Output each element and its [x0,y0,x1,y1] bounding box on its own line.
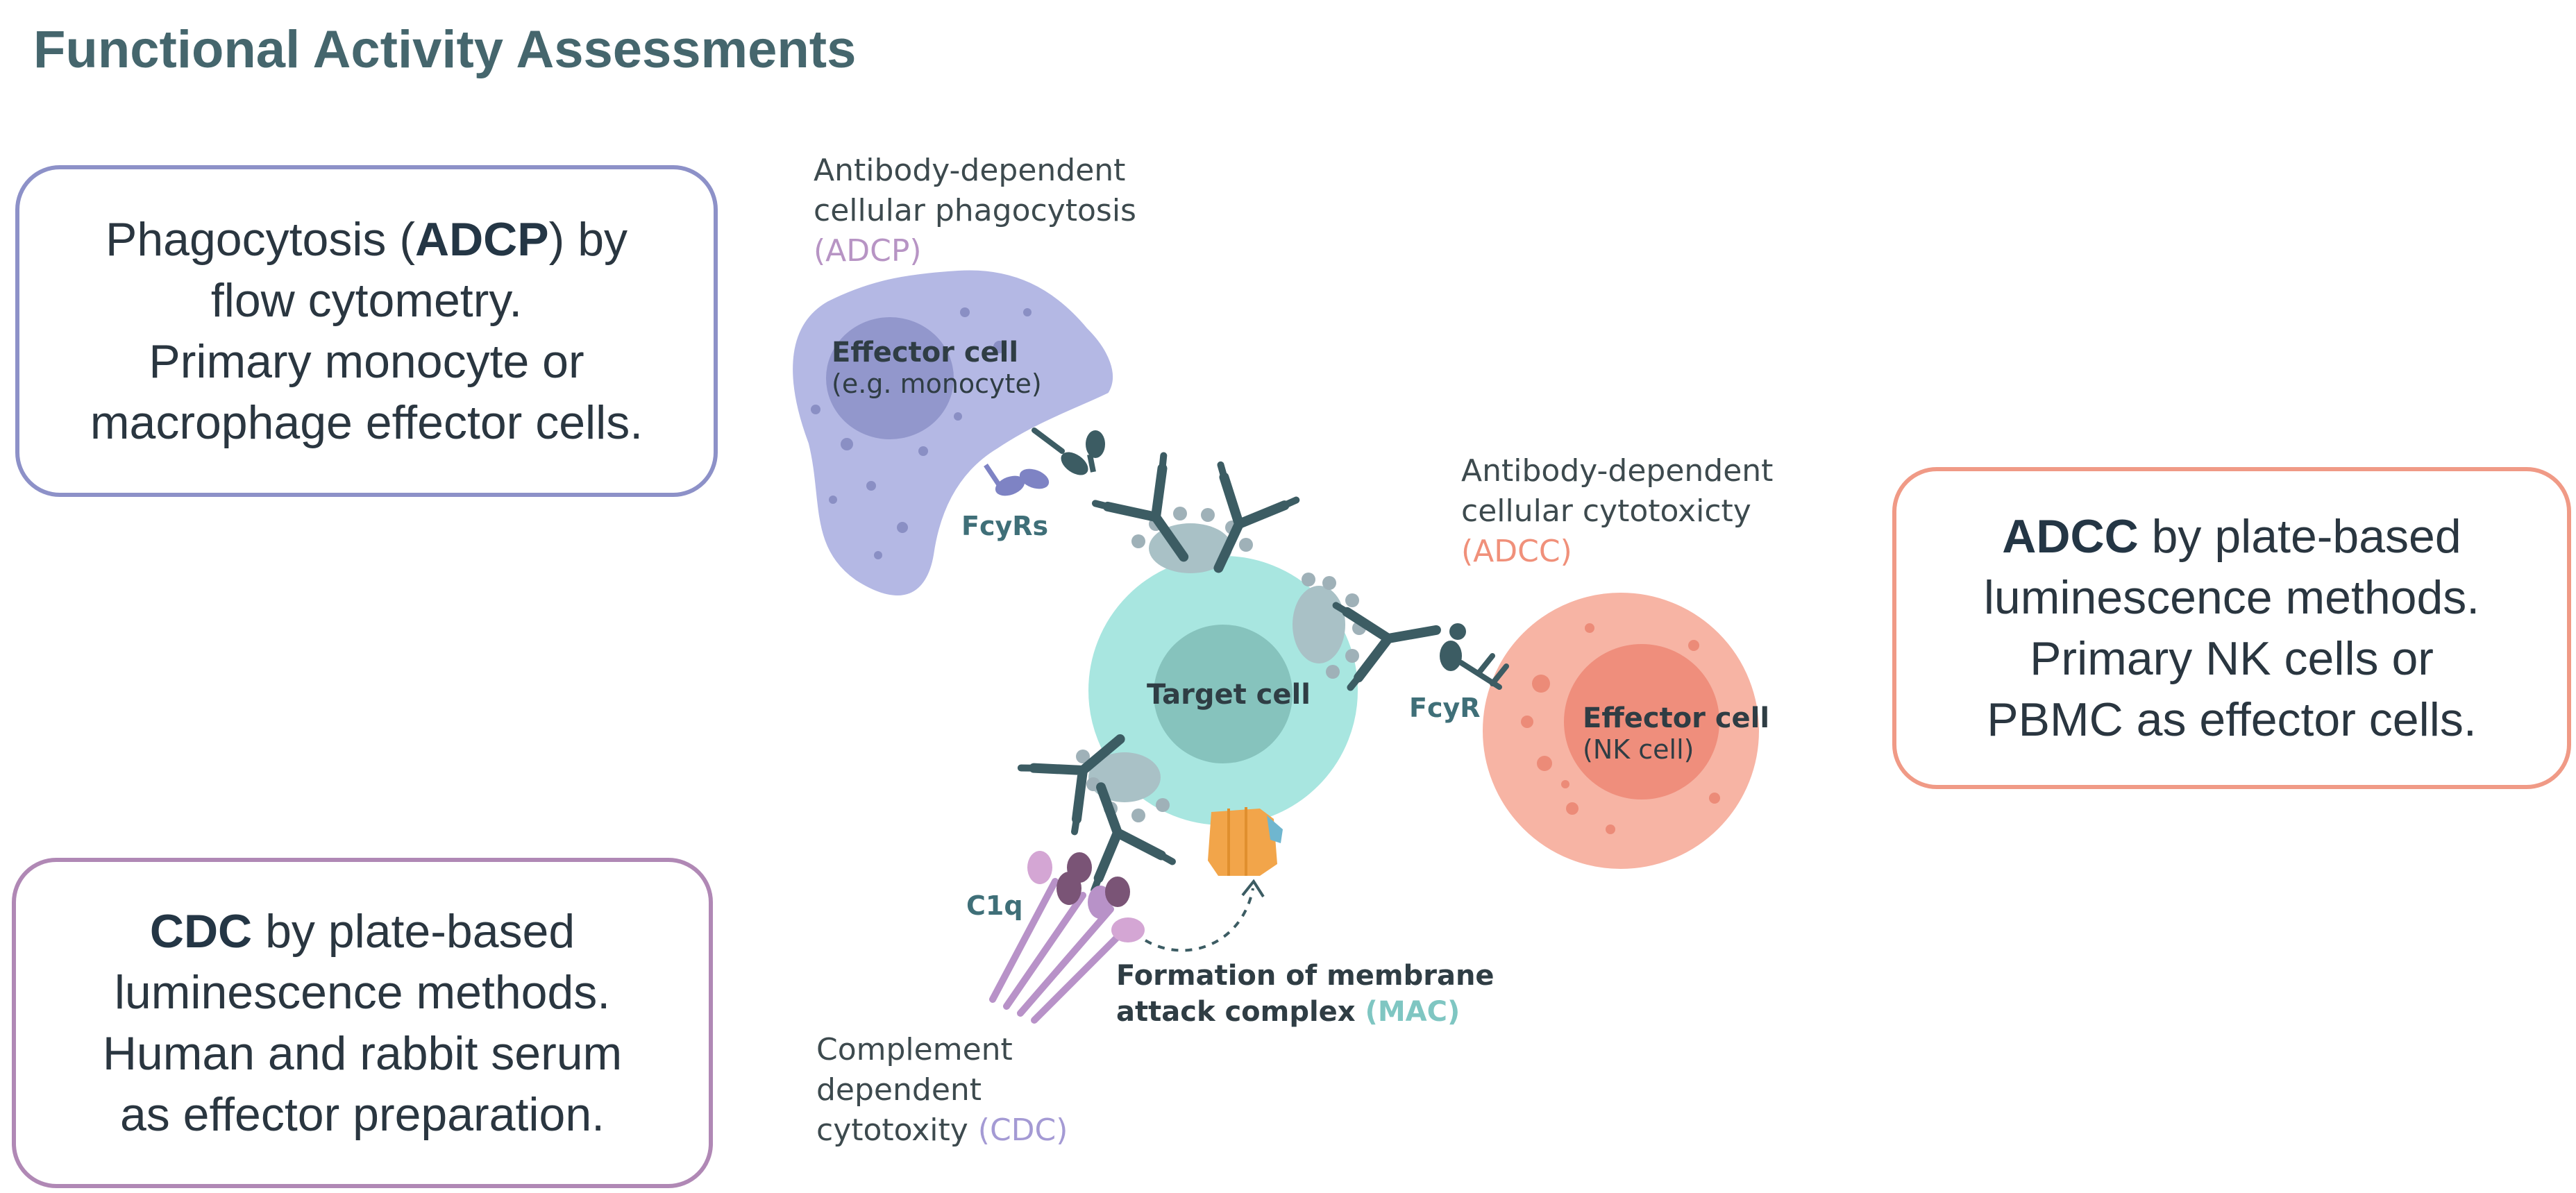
nk-cell-nucleus [1564,644,1719,799]
fcyr-receptors-monocyte [984,428,1105,496]
adcp-box-text: Phagocytosis ( [105,213,415,266]
cdc-mechanism-text: cytotoxity [816,1112,968,1148]
effector-nk-title: Effector cell [1583,702,1770,734]
cdc-box-text: by plate-based [252,905,575,958]
cdc-box-line-3: Human and rabbit serum [102,1027,623,1080]
adcc-box-text: by plate-based [2138,510,2461,563]
adcc-mechanism-line-1: Antibody-dependent [1461,453,1774,489]
adcp-box-text: ) by [548,213,628,266]
adcc-mechanism-label: Antibody-dependent cellular cytotoxicty … [1461,451,1773,572]
adcp-mechanism-label: Antibody-dependent cellular phagocytosis… [814,151,1136,271]
adcc-box-line-1: ADCC by plate-based [2002,506,2461,567]
adcc-box-abbr: ADCC [2002,510,2139,563]
adcp-box-line-1: Phagocytosis (ADCP) by [106,209,628,270]
adcp-mechanism-abbr: (ADCP) [814,233,922,269]
c1q-label: C1q [966,890,1023,921]
cdc-mechanism-line-3: cytotoxity (CDC) [816,1110,1068,1151]
c1q-complex [989,851,1145,1024]
adcp-box-abbr: ADCP [414,213,549,266]
effector-nk-sub: (NK cell) [1583,734,1694,765]
target-antigen-cluster-right [1293,573,1366,679]
cdc-box-abbr: CDC [149,905,253,958]
monocyte-nucleus [826,317,954,439]
mac-formation-arrow [1144,888,1254,952]
adcp-method-box: Phagocytosis (ADCP) by flow cytometry. P… [15,165,718,497]
adcp-box-line-2: flow cytometry. [210,274,523,327]
adcc-mechanism-abbr: (ADCC) [1461,534,1572,569]
cdc-box-line-1: CDC by plate-based [150,901,575,962]
effector-monocyte-sub: (e.g. monocyte) [832,369,1042,399]
adcc-method-box: ADCC by plate-based luminescence methods… [1892,467,2571,789]
monocyte-granules [811,307,1032,559]
adcp-mechanism-line-1: Antibody-dependent [814,153,1126,188]
effector-monocyte-title: Effector cell [832,337,1019,369]
cdc-method-box: CDC by plate-based luminescence methods.… [12,858,713,1188]
page-title: Functional Activity Assessments [33,20,857,79]
adcc-box-line-3: Primary NK cells or [2030,632,2434,685]
adcp-box-line-3: Primary monocyte or [149,335,584,388]
effector-monocyte-cell [786,263,1120,603]
effector-nk-label: Effector cell (NK cell) [1583,702,1769,765]
fcyrs-label: FcyRs [961,511,1049,541]
cdc-mechanism-line-1: Complement [816,1032,1013,1067]
effector-monocyte-label: Effector cell (e.g. monocyte) [832,337,1042,399]
adcp-mechanism-line-2: cellular phagocytosis [814,193,1136,228]
adcc-box-line-4: PBMC as effector cells. [1987,693,2477,746]
cdc-mechanism-line-2: dependent [816,1072,982,1108]
fcyr-receptor-nk [1440,623,1509,690]
cdc-mechanism-label: Complement dependent cytotoxity (CDC) [816,1030,1068,1151]
mac-abbr: (MAC) [1365,996,1460,1028]
cdc-box-line-4: as effector preparation. [119,1088,605,1141]
adcp-box-line-4: macrophage effector cells. [90,396,643,449]
fcyr-label: FcyR [1409,693,1481,723]
mac-formation-label: Formation of membrane attack complex (MA… [1116,958,1495,1030]
nk-granules [1521,623,1720,834]
membrane-attack-complex [1208,807,1283,876]
adcc-mechanism-line-2: cellular cytotoxicty [1461,493,1751,529]
target-cell-label: Target cell [1147,679,1311,711]
mac-formation-arrowhead [1241,879,1265,898]
target-cell-nucleus [1154,625,1293,763]
adcc-box-line-2: luminescence methods. [1983,571,2480,624]
mac-formation-text: attack complex [1116,996,1365,1028]
cdc-mechanism-abbr: (CDC) [977,1112,1068,1148]
mac-formation-line-1: Formation of membrane [1116,960,1495,992]
mac-formation-line-2: attack complex (MAC) [1116,994,1495,1030]
cdc-box-line-2: luminescence methods. [114,966,611,1019]
